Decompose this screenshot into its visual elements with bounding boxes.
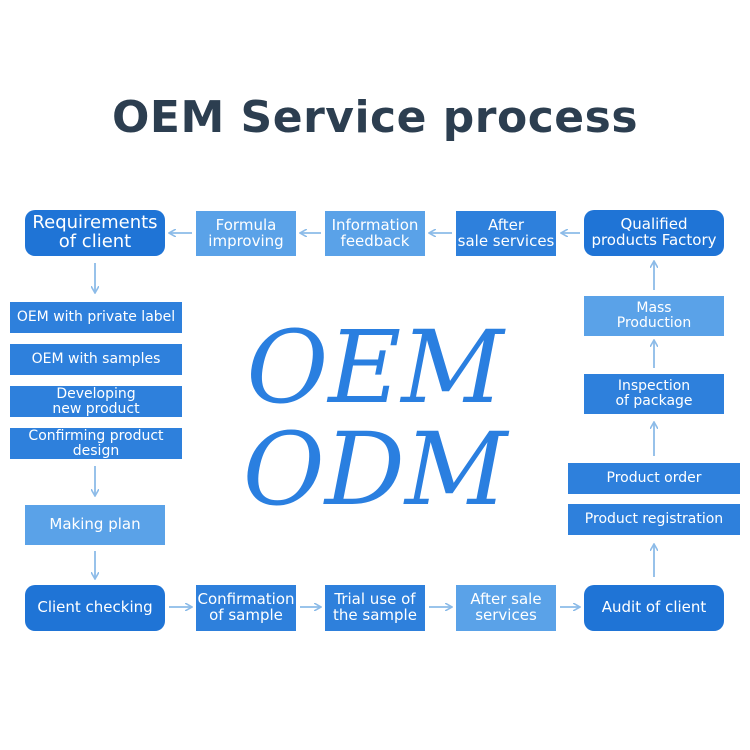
oem-with-samples-box: OEM with samples bbox=[10, 344, 182, 375]
audit-of-client-box: Audit of client bbox=[584, 585, 724, 631]
page-title: OEM Service process bbox=[111, 92, 639, 143]
product-registration-box: Product registration bbox=[568, 504, 740, 535]
making-plan-box: Making plan bbox=[25, 505, 165, 545]
product-order-box: Product order bbox=[568, 463, 740, 494]
client-checking-box: Client checking bbox=[25, 585, 165, 631]
oem-private-label-box: OEM with private label bbox=[10, 302, 182, 333]
oem-label: OEM bbox=[246, 309, 504, 426]
odm-label: ODM bbox=[242, 411, 508, 528]
